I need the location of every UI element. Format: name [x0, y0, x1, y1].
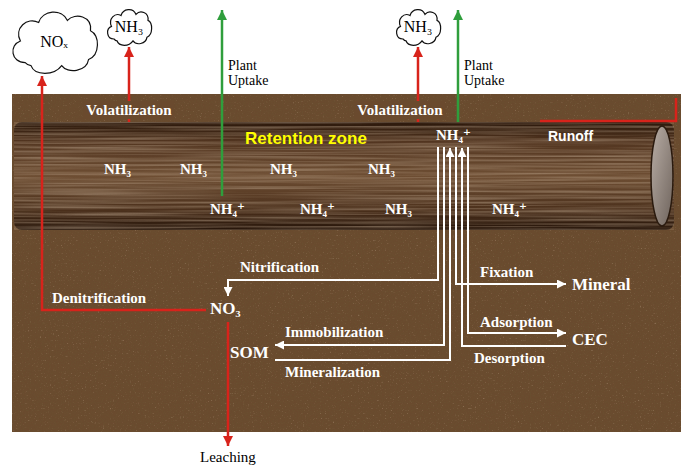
- cloud-shape: [13, 12, 98, 73]
- soil-light-grain: [12, 94, 681, 432]
- desorption-arrow: [462, 148, 566, 346]
- nitrification-arrow: [228, 147, 438, 296]
- chemical-species: NH₄⁺: [210, 200, 245, 218]
- process-label: Leaching: [200, 449, 256, 466]
- gas-cloud: NH₃: [393, 6, 443, 48]
- mineralization-arrow: [275, 148, 450, 360]
- chemical-species: NH₃: [385, 200, 412, 218]
- chemical-species: NH₃: [180, 160, 207, 178]
- process-label: Plant Uptake: [464, 58, 516, 88]
- denitrification-arrow: [42, 76, 206, 310]
- leaching-arrow: [227, 322, 230, 446]
- process-label: Plant Uptake: [228, 58, 280, 88]
- band-body: [14, 122, 674, 230]
- process-label: Adsorption: [480, 314, 553, 331]
- chemical-species: NH₃: [368, 160, 395, 178]
- chemical-species: NO₃: [210, 299, 241, 318]
- pool-label: CEC: [572, 330, 608, 349]
- zone-title: Retention zone: [245, 130, 367, 148]
- gas-cloud: NOₓ: [6, 6, 102, 78]
- soil-body: [12, 94, 681, 432]
- adsorption-arrow: [468, 147, 566, 333]
- pool-label: Mineral: [572, 275, 631, 294]
- process-label: Mineralization: [285, 364, 380, 381]
- process-label: Volatilization: [83, 101, 174, 119]
- chemical-species: NH₃: [270, 160, 297, 178]
- chemical-species: NH₄⁺: [492, 200, 527, 218]
- plant-uptake-arrow: [221, 10, 224, 196]
- process-label: Denitrification: [52, 290, 146, 307]
- soil-dark-grain: [12, 94, 681, 432]
- cloud-shape: [397, 10, 441, 46]
- process-label: Nitrification: [240, 259, 319, 276]
- plant-uptake-arrow: [457, 10, 460, 122]
- chemical-species: NH₃: [104, 160, 131, 178]
- chemical-species: NH₃: [115, 18, 144, 36]
- process-label: Volatilization: [354, 101, 445, 119]
- band-streaks: [14, 122, 674, 230]
- band-end-cap: [651, 126, 673, 226]
- runoff-line: [540, 98, 676, 121]
- process-label: Fixation: [480, 264, 533, 281]
- chemical-species: NH₃: [404, 18, 433, 36]
- chemical-species: NH₄⁺: [300, 200, 335, 218]
- pool-label: SOM: [230, 343, 269, 362]
- fixation-arrow: [456, 147, 566, 284]
- chemical-species: NOₓ: [40, 33, 68, 51]
- process-label: Immobilization: [285, 324, 383, 341]
- cloud-shape: [108, 10, 152, 46]
- flow-lines: [42, 10, 676, 446]
- process-label: Desorption: [474, 350, 545, 367]
- process-label: Runoff: [548, 128, 593, 145]
- immobilization-arrow: [275, 147, 444, 345]
- chemical-species: NH₄⁺: [436, 126, 471, 144]
- gas-cloud: NH₃: [104, 6, 154, 48]
